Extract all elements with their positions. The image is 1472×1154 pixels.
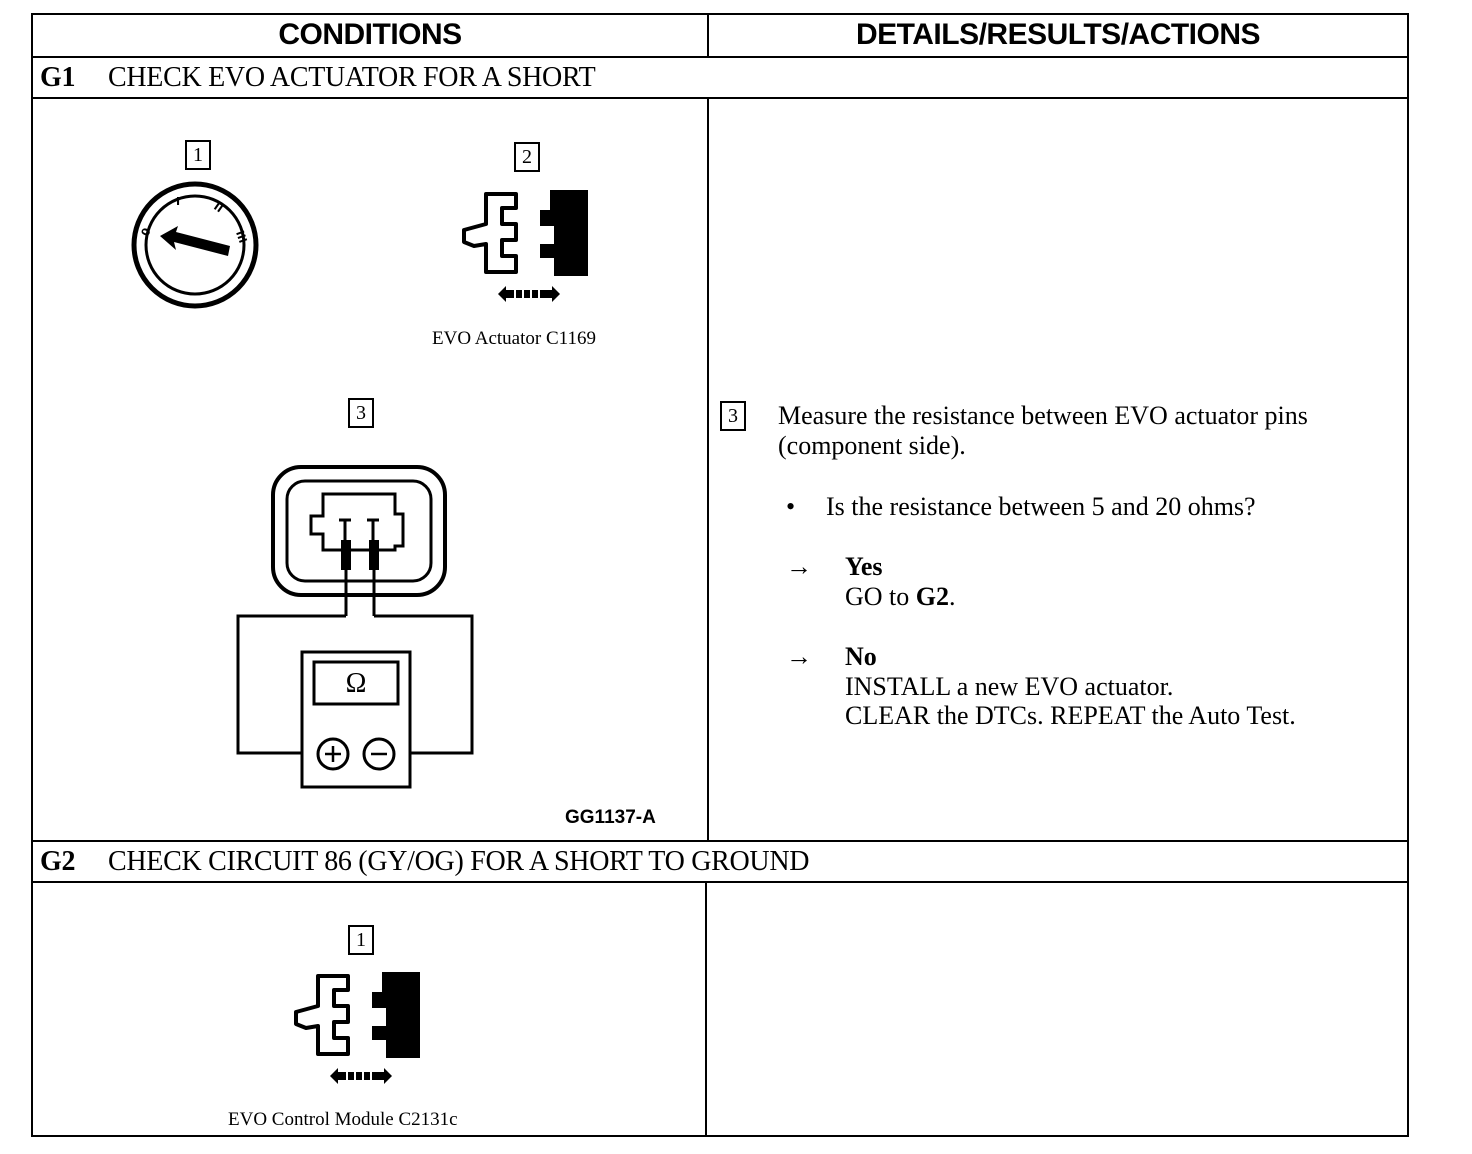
yes-action: GO to G2.	[845, 582, 956, 612]
column-divider	[705, 881, 707, 1137]
callout-box-2: 2	[514, 142, 540, 172]
procedure-table	[31, 13, 1409, 1137]
details-callout-box-3: 3	[720, 401, 746, 431]
disconnect-connector-icon	[462, 190, 588, 302]
svg-text:0: 0	[139, 226, 154, 238]
svg-text:III: III	[233, 229, 249, 245]
callout-box-3: 3	[348, 398, 374, 428]
step-title: CHECK CIRCUIT 86 (GY/OG) FOR A SHORT TO …	[108, 846, 810, 877]
ohmmeter-measurement-diagram	[236, 465, 474, 789]
divider	[31, 56, 1409, 58]
callout-box-1: 1	[348, 925, 374, 955]
step-id: G1	[40, 62, 76, 93]
conditions-header: CONDITIONS	[278, 18, 462, 51]
yes-arrow-icon: →	[786, 552, 812, 581]
connector-caption: EVO Control Module C2131c	[228, 1109, 458, 1130]
yes-action-suffix: .	[949, 582, 956, 611]
instruction-line-1: Measure the resistance between EVO actua…	[778, 401, 1308, 430]
step-id: G2	[40, 846, 76, 877]
disconnect-connector-icon	[294, 972, 420, 1084]
details-header: DETAILS/RESULTS/ACTIONS	[855, 18, 1261, 51]
step-g1-title-row: G1 CHECK EVO ACTUATOR FOR A SHORT	[40, 58, 596, 98]
yes-action-text: GO to	[845, 582, 916, 611]
ohm-symbol: Ω	[345, 668, 367, 699]
column-divider	[707, 97, 709, 842]
divider	[31, 881, 1409, 883]
no-action-line-1: INSTALL a new EVO actuator.	[845, 672, 1174, 701]
no-label: No	[845, 642, 877, 671]
svg-text:I: I	[176, 195, 180, 208]
ignition-switch-off-icon: 0 I II III	[131, 181, 259, 309]
figure-id: GG1137-A	[565, 807, 656, 828]
divider	[31, 840, 1409, 842]
callout-box-1: 1	[185, 140, 211, 170]
yes-label: Yes	[845, 552, 883, 581]
divider	[31, 97, 1409, 99]
column-divider	[707, 13, 709, 57]
goto-g2-link[interactable]: G2	[915, 582, 950, 611]
step-g2-title-row: G2 CHECK CIRCUIT 86 (GY/OG) FOR A SHORT …	[40, 842, 810, 882]
no-arrow-icon: →	[786, 642, 812, 671]
connector-caption: EVO Actuator C1169	[432, 328, 596, 349]
bullet: •	[786, 492, 796, 521]
step-title: CHECK EVO ACTUATOR FOR A SHORT	[108, 62, 596, 93]
instruction-line-2: (component side).	[778, 431, 966, 460]
question-text: Is the resistance between 5 and 20 ohms?	[826, 492, 1256, 521]
no-action-line-2: CLEAR the DTCs. REPEAT the Auto Test.	[845, 701, 1296, 730]
